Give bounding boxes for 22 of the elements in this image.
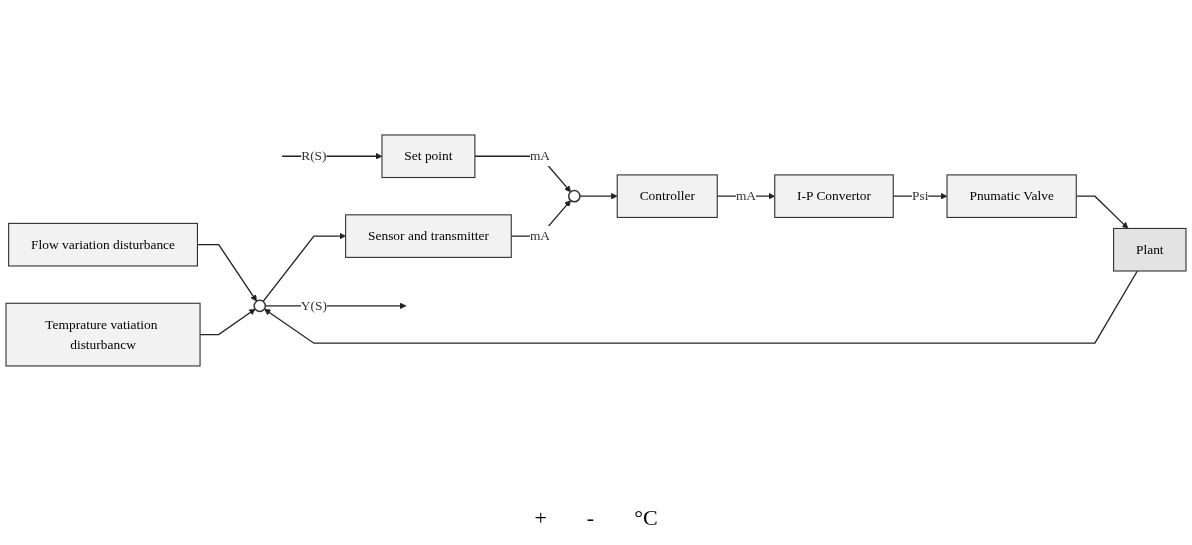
- node-box: Controller: [616, 173, 718, 218]
- note-label: -: [586, 505, 595, 531]
- edge-label: mA: [735, 187, 757, 203]
- edge-label: mA: [529, 227, 551, 243]
- node-circle: [568, 189, 581, 203]
- edge-label: Y(S): [300, 297, 327, 313]
- arrow: [262, 232, 346, 302]
- note-label: °C: [634, 505, 658, 531]
- node-circle: [253, 299, 267, 312]
- edge-label: R(S): [301, 147, 327, 163]
- arrow: [579, 192, 618, 199]
- arrow: [474, 155, 571, 192]
- node-box: Flow variation disturbance: [8, 222, 198, 267]
- edge-label: Psi: [911, 187, 929, 203]
- node-box: Temprature vatiation disturbancw: [5, 302, 201, 367]
- node-box: Set point: [381, 133, 476, 178]
- note-label: +: [534, 505, 547, 531]
- node-box: Sensor and transmitter: [345, 213, 512, 258]
- node-box: Pnumatic Valve: [946, 173, 1077, 218]
- node-box: I-P Convertor: [774, 173, 894, 218]
- node-box: Plant: [1113, 227, 1187, 272]
- edge-label: mA: [529, 147, 551, 163]
